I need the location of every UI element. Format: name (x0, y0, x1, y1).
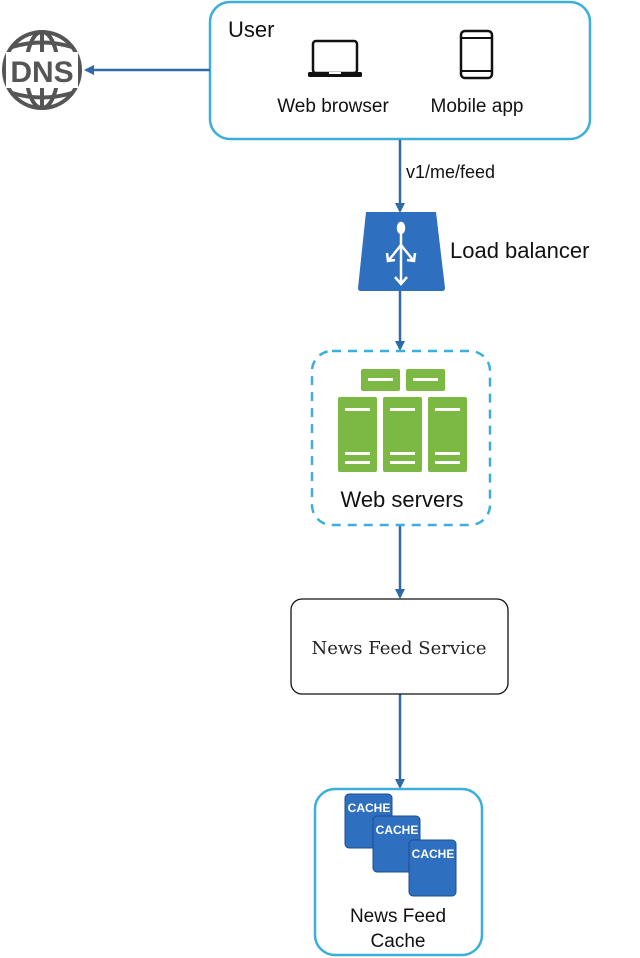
news-feed-service-box[interactable] (290, 598, 509, 695)
load-balancer-icon[interactable] (358, 212, 445, 291)
dns-globe-icon (2, 30, 82, 110)
cache-stack-icon: CACHE CACHE CACHE (344, 793, 457, 897)
cache-tag: CACHE (376, 823, 419, 837)
web-servers-label: Web servers (340, 487, 463, 512)
web-servers-icon (338, 369, 467, 472)
news-feed-service-label: News Feed Service (311, 638, 486, 659)
dns-label: DNS (10, 56, 73, 89)
edge-label-feed-endpoint: v1/me/feed (406, 162, 495, 182)
news-feed-cache-label-line1: News Feed (350, 906, 446, 927)
mobile-phone-icon (459, 29, 494, 80)
cache-tag: CACHE (348, 801, 391, 815)
load-balancer-label: Load balancer (450, 238, 589, 263)
cache-tag: CACHE (412, 847, 455, 861)
news-feed-cache-label-line2: Cache (371, 931, 426, 952)
web-servers-group[interactable] (310, 349, 492, 527)
web-browser-label: Web browser (277, 96, 389, 117)
user-title: User (228, 17, 274, 42)
mobile-app-label: Mobile app (431, 96, 524, 117)
laptop-icon (308, 39, 362, 77)
